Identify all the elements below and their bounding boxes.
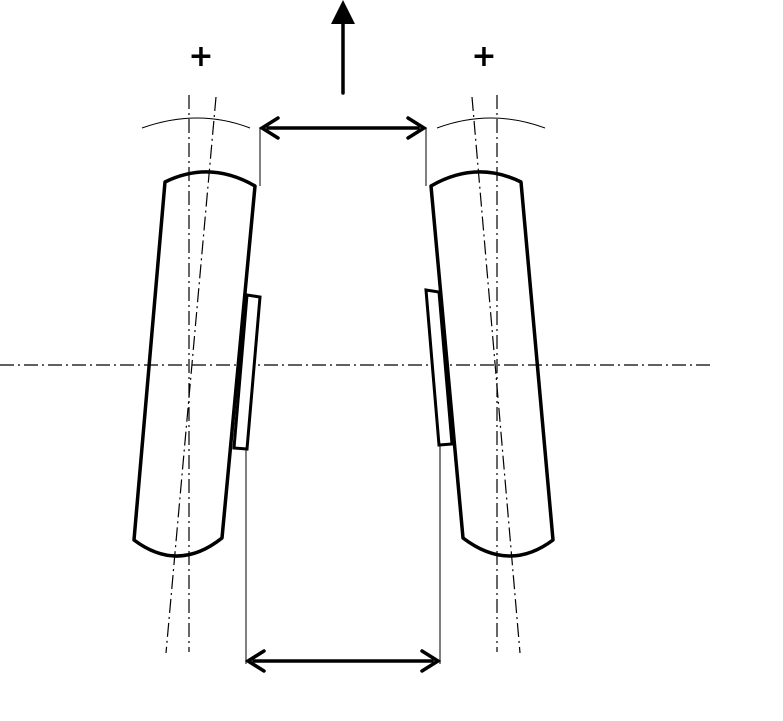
rear-width-double-arrow-icon: [244, 649, 442, 673]
left-hub-plate: [232, 293, 262, 451]
right-toe-sign: +: [471, 39, 496, 74]
left-tire: [132, 170, 257, 558]
left-wheel-axis: [165, 96, 217, 654]
right-reference-arc: [436, 117, 546, 129]
front-width-double-arrow-icon: [258, 116, 428, 140]
arrow-up-icon: [331, 0, 355, 95]
right-wheel: [424, 95, 555, 654]
right-wheel-axis: [471, 96, 521, 654]
right-tire: [429, 170, 555, 558]
left-reference-arc: [141, 117, 251, 129]
left-toe-sign: +: [188, 39, 213, 74]
left-wheel: [132, 95, 262, 654]
right-hub-plate: [424, 288, 454, 447]
